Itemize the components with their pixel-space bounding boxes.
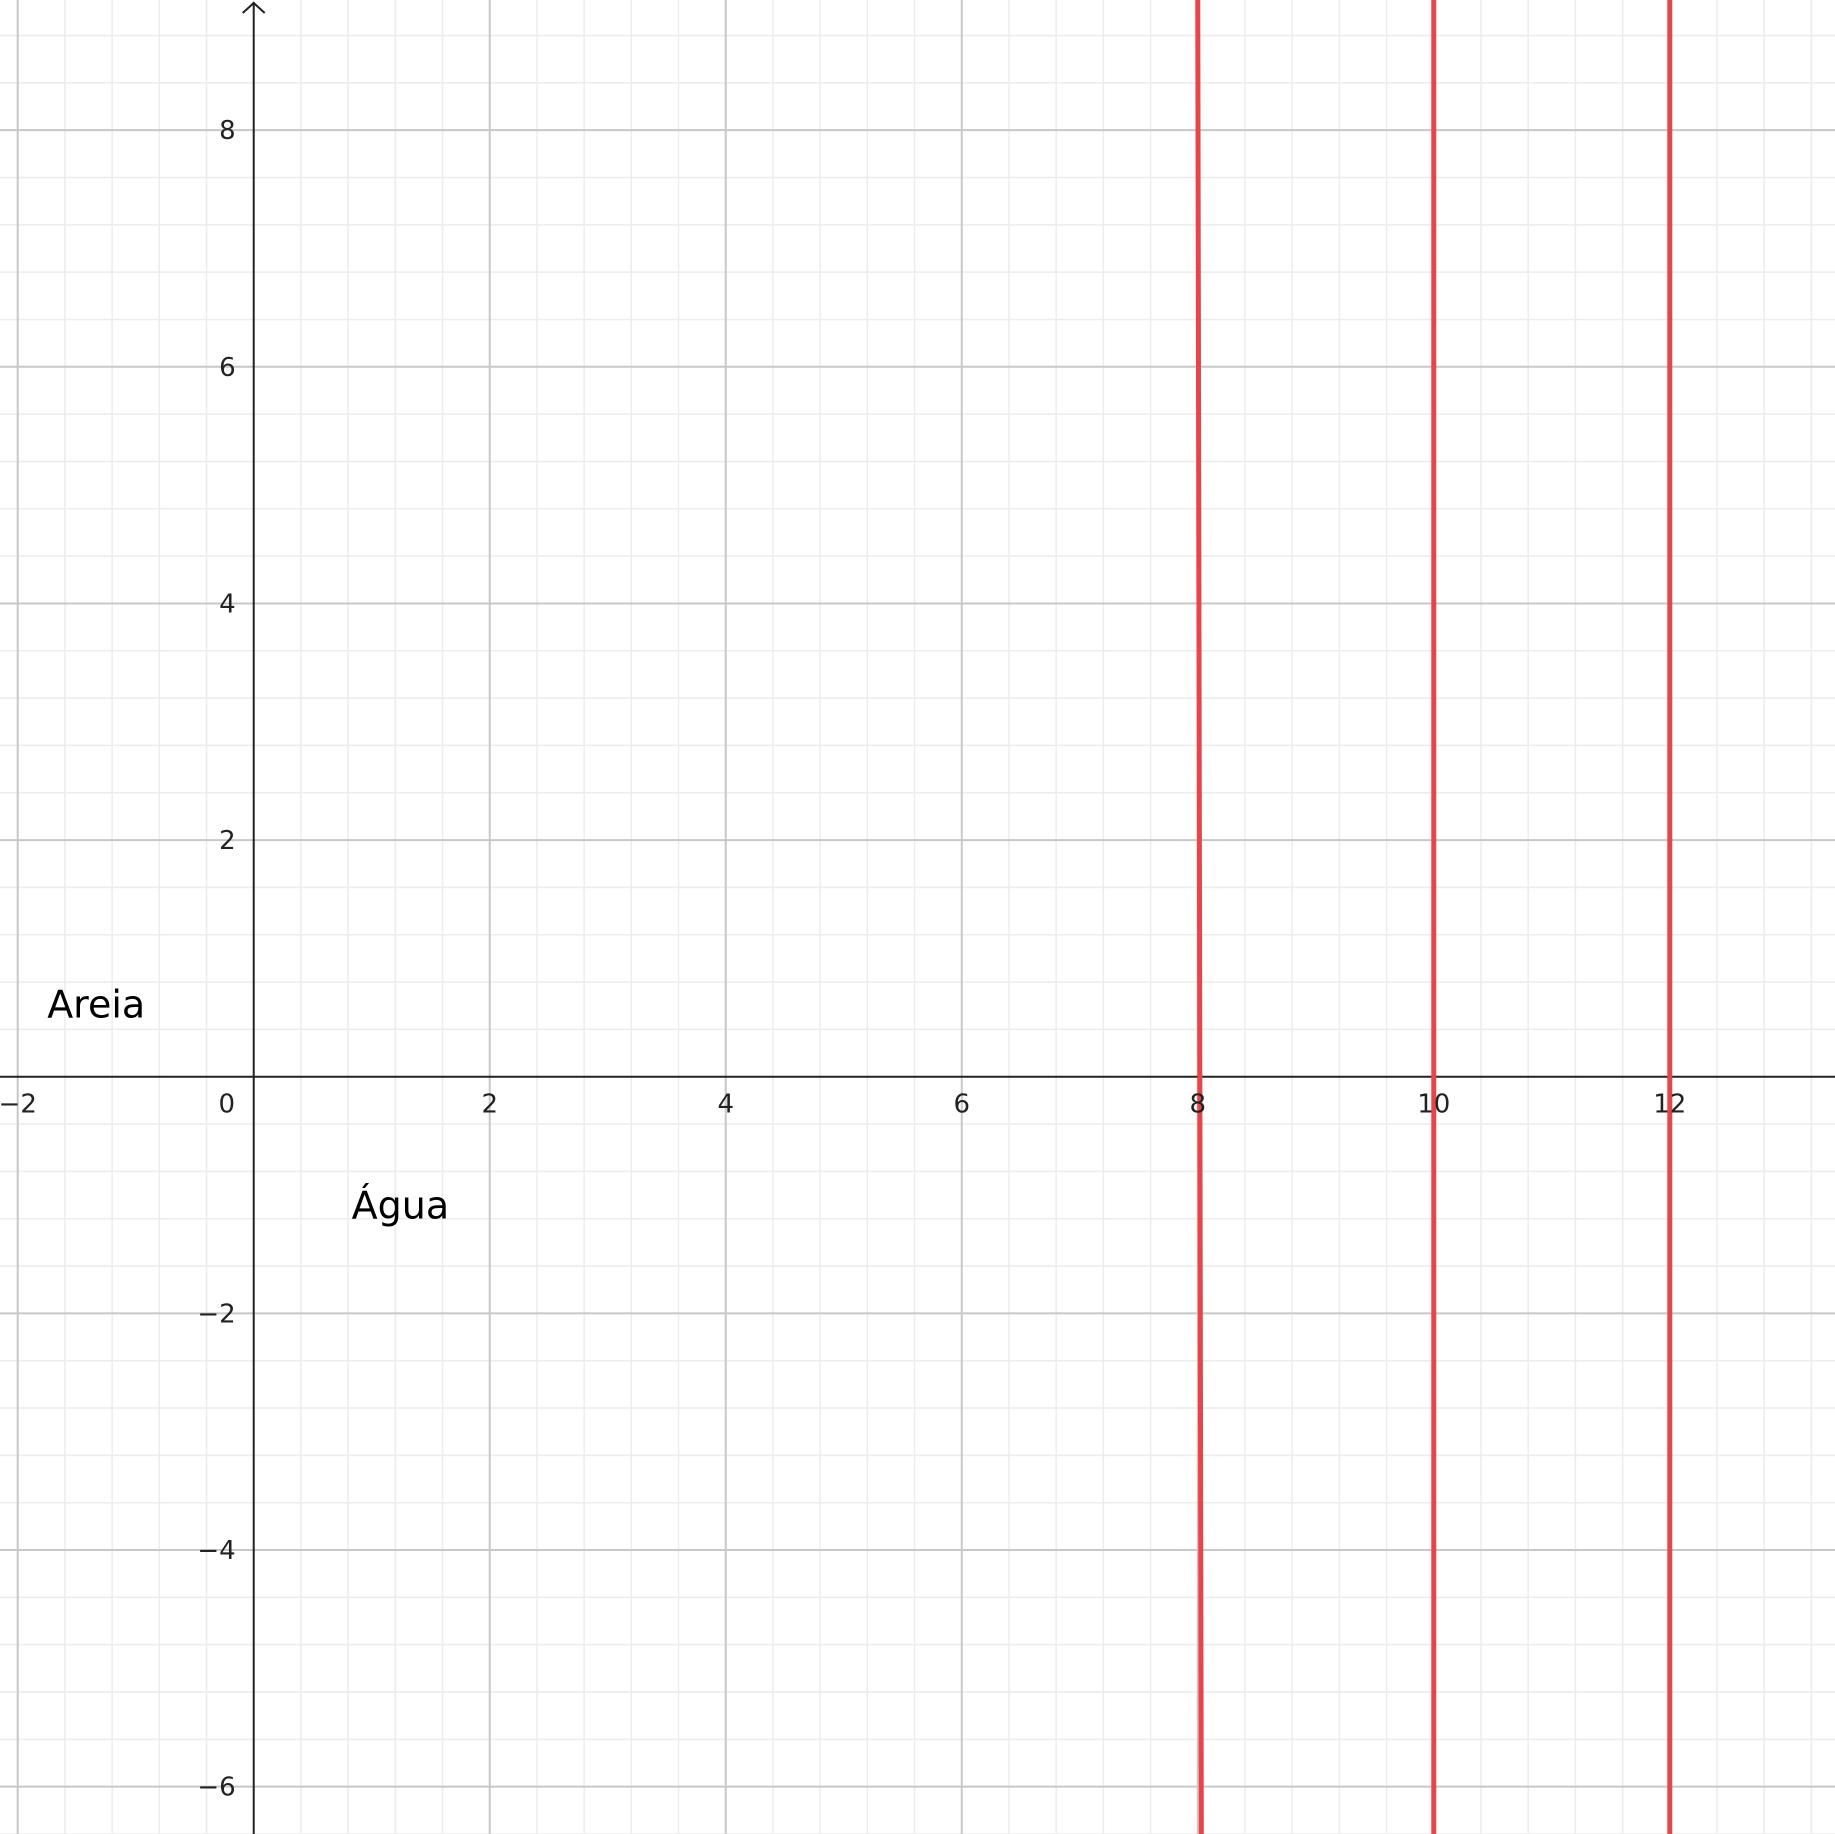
x-tick-label: 12 [1653,1090,1686,1120]
x-tick-label: 10 [1417,1090,1450,1120]
series-layer [1195,0,1673,1834]
annotations: Areia Água [47,983,449,1228]
y-tick-label: 4 [219,589,236,619]
y-axis-arrow-icon [242,1,266,14]
y-tick-label: 2 [219,826,236,856]
y-tick-labels: −6 −4 −2 2 4 6 8 [197,116,235,1803]
y-tick-label: −4 [197,1536,235,1566]
x-tick-label: 0 [218,1090,235,1120]
x-tick-label: −2 [0,1090,37,1120]
series-line-0 [1195,0,1204,1834]
x-tick-label: 4 [717,1090,734,1120]
annotation-agua: Água [352,1184,450,1228]
y-tick-label: −6 [197,1773,235,1803]
x-tick-label: 6 [953,1090,970,1120]
y-tick-label: 6 [219,353,236,383]
annotation-areia: Areia [47,983,145,1027]
x-tick-label: 8 [1189,1090,1206,1120]
y-tick-label: 8 [219,116,236,146]
x-tick-label: 2 [481,1090,498,1120]
y-tick-label: −2 [197,1299,235,1329]
x-tick-labels: −2 0 2 4 6 8 10 12 [0,1090,1686,1120]
